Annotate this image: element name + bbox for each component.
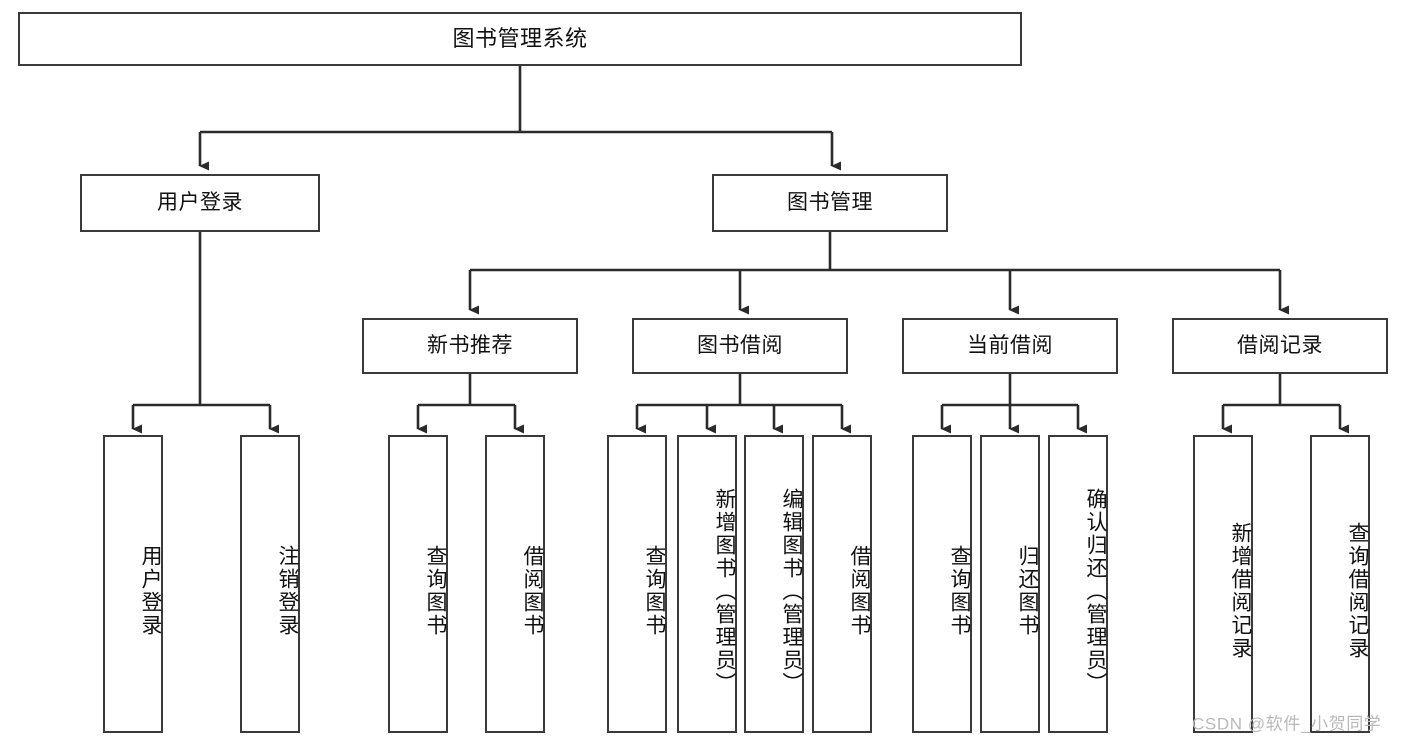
node-book-borrow[interactable]: 图书借阅 <box>632 318 848 374</box>
node-leaf-borrow-book-rec-label: 借阅图书 <box>521 545 544 637</box>
node-book-borrow-label: 图书借阅 <box>697 333 783 357</box>
node-root[interactable]: 图书管理系统 <box>18 12 1022 66</box>
node-borrow-record-label: 借阅记录 <box>1237 333 1323 357</box>
node-book-manage-label: 图书管理 <box>787 190 873 214</box>
node-leaf-add-borrow-record[interactable]: 新增借阅记录 <box>1193 435 1253 733</box>
node-book-manage[interactable]: 图书管理 <box>712 174 948 232</box>
node-leaf-query-book-rec-label: 查询图书 <box>424 545 447 637</box>
node-current-borrow-label: 当前借阅 <box>967 333 1053 357</box>
node-current-borrow[interactable]: 当前借阅 <box>902 318 1118 374</box>
node-leaf-borrow-book[interactable]: 借阅图书 <box>812 435 872 733</box>
edges-bookmanage-to-level3 <box>468 232 1289 315</box>
node-leaf-add-book-admin-label: 新增图书（管理员） <box>713 487 736 695</box>
node-new-book-recommend-label: 新书推荐 <box>427 333 513 357</box>
node-leaf-user-logout[interactable]: 注销登录 <box>240 435 300 733</box>
node-new-book-recommend[interactable]: 新书推荐 <box>362 318 578 374</box>
node-leaf-query-borrow-record-label: 查询借阅记录 <box>1346 522 1369 660</box>
node-leaf-query-book-rec[interactable]: 查询图书 <box>388 435 448 733</box>
node-leaf-confirm-return-admin-label: 确认归还（管理员） <box>1084 487 1107 695</box>
node-leaf-confirm-return-admin[interactable]: 确认归还（管理员） <box>1048 435 1108 733</box>
node-borrow-record[interactable]: 借阅记录 <box>1172 318 1388 374</box>
node-user-login[interactable]: 用户登录 <box>80 174 320 232</box>
node-leaf-query-book-borrow[interactable]: 查询图书 <box>607 435 667 733</box>
node-leaf-query-borrow-record[interactable]: 查询借阅记录 <box>1310 435 1370 733</box>
edges-root-to-level2 <box>198 66 841 171</box>
node-leaf-borrow-book-label: 借阅图书 <box>848 545 871 637</box>
node-root-label: 图书管理系统 <box>452 26 588 52</box>
node-leaf-user-logout-label: 注销登录 <box>276 545 299 637</box>
node-leaf-return-book-label: 归还图书 <box>1016 545 1039 637</box>
node-leaf-add-borrow-record-label: 新增借阅记录 <box>1229 522 1252 660</box>
node-leaf-add-book-admin[interactable]: 新增图书（管理员） <box>677 435 737 733</box>
node-leaf-query-book-borrow-label: 查询图书 <box>643 545 666 637</box>
edges-currentborrow-to-leaves <box>940 374 1087 434</box>
watermark-text: CSDN @软件_小贺同学 <box>1192 714 1382 734</box>
node-leaf-user-login[interactable]: 用户登录 <box>103 435 163 733</box>
edges-newbook-to-leaves <box>416 374 524 434</box>
edges-bookborrow-to-leaves <box>635 374 851 434</box>
edges-userlogin-to-leaves <box>131 232 279 434</box>
node-leaf-user-login-label: 用户登录 <box>139 545 162 637</box>
node-leaf-edit-book-admin-label: 编辑图书（管理员） <box>780 487 803 695</box>
edges-borrowrecord-to-leaves <box>1221 374 1349 434</box>
node-user-login-label: 用户登录 <box>157 190 243 214</box>
node-leaf-borrow-book-rec[interactable]: 借阅图书 <box>485 435 545 733</box>
node-leaf-query-book-current-label: 查询图书 <box>948 545 971 637</box>
node-leaf-query-book-current[interactable]: 查询图书 <box>912 435 972 733</box>
node-leaf-edit-book-admin[interactable]: 编辑图书（管理员） <box>744 435 804 733</box>
node-leaf-return-book[interactable]: 归还图书 <box>980 435 1040 733</box>
